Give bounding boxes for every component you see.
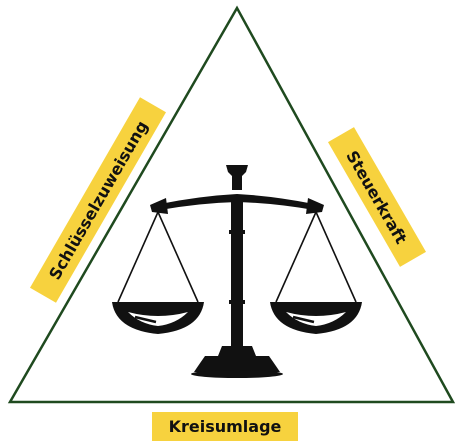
left-label: Schlüsselzuweisung xyxy=(30,97,166,303)
right-label: Steuerkraft xyxy=(328,127,426,267)
left-label-background xyxy=(30,97,166,303)
balance-scale-icon xyxy=(112,165,362,378)
bottom-label: Kreisumlage xyxy=(152,412,298,441)
bottom-label-text: Kreisumlage xyxy=(169,417,282,436)
left-label-text: Schlüsselzuweisung xyxy=(45,117,152,283)
right-label-text: Steuerkraft xyxy=(342,147,411,247)
right-label-background xyxy=(328,127,426,267)
bottom-label-background xyxy=(152,412,298,441)
triangle-outline xyxy=(7,5,456,404)
